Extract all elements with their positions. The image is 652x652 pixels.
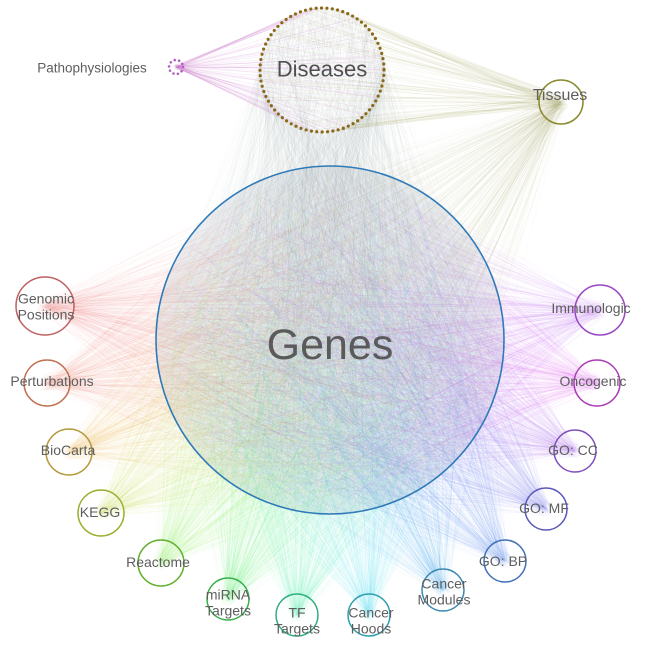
node-label-cancer-hoods[interactable]: Cancer Hoods — [348, 604, 394, 636]
node-label-cancer-modules[interactable]: Cancer Modules — [417, 575, 471, 607]
node-label-biocarta[interactable]: BioCarta — [40, 442, 96, 459]
node-label-go-cc[interactable]: GO: CC — [548, 442, 598, 459]
edges-genomic_positions-genes — [35, 171, 493, 498]
node-circle-genes[interactable] — [155, 165, 505, 515]
genes-fill-wash — [156, 166, 504, 514]
edges-kegg-genes — [93, 172, 500, 521]
node-label-genomic-positions[interactable]: Genomic Positions — [17, 290, 75, 322]
node-label-diseases[interactable]: Diseases — [276, 56, 368, 82]
node-label-kegg[interactable]: KEGG — [79, 504, 121, 521]
node-circle-diseases[interactable] — [258, 6, 386, 134]
edges-cancer_hoods-genes — [163, 176, 498, 623]
node-circle-tissues[interactable] — [538, 79, 584, 125]
node-circle-genomic-positions[interactable] — [15, 276, 75, 336]
node-circle-go-cc[interactable] — [553, 429, 597, 473]
node-label-go-bp[interactable]: GO: BP — [478, 553, 528, 570]
node-circle-immunologic[interactable] — [574, 284, 626, 336]
edges-immunologic-genes — [162, 174, 608, 509]
node-circle-biocarta[interactable] — [45, 428, 93, 476]
edges-diseases-tissues — [259, 7, 569, 133]
edges-reactome-genes — [152, 170, 500, 572]
edges-pathophysiologies-diseases — [173, 7, 385, 133]
edges-mirna_targets-genes — [178, 175, 498, 607]
node-label-genes[interactable]: Genes — [266, 320, 394, 369]
node-label-go-mf[interactable]: GO: MF — [519, 500, 569, 517]
edges-tf_targets-genes — [173, 172, 496, 623]
node-circle-tf-targets[interactable] — [275, 593, 319, 637]
node-circle-cancer-modules[interactable] — [421, 568, 465, 612]
node-label-mirna-targets[interactable]: miRNA Targets — [205, 586, 251, 618]
node-circle-mirna-targets[interactable] — [206, 577, 250, 621]
edges-tissues-genes — [165, 94, 569, 504]
node-circle-pathophysiologies[interactable] — [167, 58, 185, 76]
node-label-reactome[interactable]: Reactome — [126, 554, 190, 571]
edges-cancer_modules-genes — [167, 172, 499, 597]
edges-oncogenic-genes — [167, 171, 606, 505]
node-label-perturbations[interactable]: Perturbations — [10, 373, 94, 390]
node-label-oncogenic[interactable]: Oncogenic — [559, 373, 627, 390]
node-label-pathophysiologies[interactable]: Pathophysiologies — [37, 60, 147, 76]
edges-biocarta-genes — [61, 169, 496, 509]
node-circle-cancer-hoods[interactable] — [347, 593, 391, 637]
node-label-immunologic[interactable]: Immunologic — [551, 300, 631, 317]
node-label-tissues[interactable]: Tissues — [532, 87, 588, 105]
edges-go_mf-genes — [164, 173, 553, 517]
node-label-tf-targets[interactable]: TF Targets — [274, 604, 320, 636]
node-circle-go-bp[interactable] — [483, 539, 527, 583]
node-circle-go-mf[interactable] — [524, 487, 568, 531]
edges-diseases-genes — [166, 7, 500, 510]
node-circle-reactome[interactable] — [137, 539, 185, 587]
node-circle-oncogenic[interactable] — [573, 359, 621, 407]
node-circle-kegg[interactable] — [77, 489, 125, 537]
edges-perturbations-genes — [38, 180, 500, 494]
node-circle-perturbations[interactable] — [23, 359, 71, 407]
edges-go_cc-genes — [168, 175, 583, 499]
